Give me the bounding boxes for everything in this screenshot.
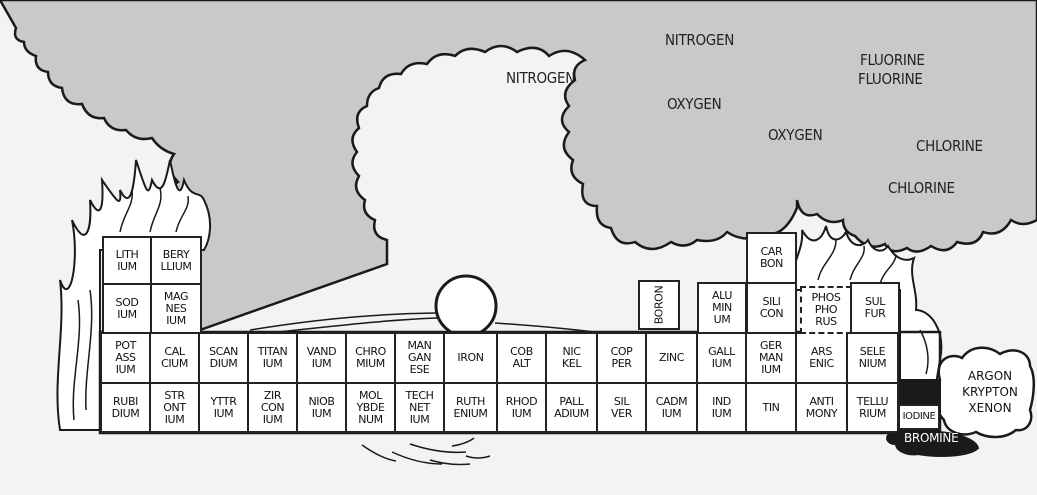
left-flames: [56, 159, 211, 431]
element-cell-molybdenum: MOL YBDE NUM: [345, 382, 396, 433]
element-cell-selenium: SELE NIUM: [846, 332, 899, 384]
gas-label-fluorine: FLUORINE: [860, 51, 925, 69]
element-cell-phosphorus: PHOS PHO RUS: [800, 286, 852, 334]
element-cell-germanium: GER MAN IUM: [745, 332, 797, 384]
element-cell-calcium: CAL CIUM: [149, 332, 200, 384]
element-cell-yttrium: YTTR IUM: [198, 382, 249, 433]
element-cell-cobalt: COB ALT: [496, 332, 547, 384]
element-cell-titanium: TITAN IUM: [247, 332, 298, 384]
element-cell-potassium: POT ASS IUM: [100, 332, 151, 384]
element-cell-silver: SIL VER: [596, 382, 647, 433]
element-cell-rhodium: RHOD IUM: [496, 382, 547, 433]
gas-label-oxygen: OXYGEN: [768, 126, 823, 144]
element-cell-silicon: SILI CON: [746, 282, 797, 334]
element-cell-magnesium: MAG NES IUM: [150, 283, 202, 334]
element-cell-strontium: STR ONT IUM: [149, 382, 200, 433]
gas-label-chlorine: CHLORINE: [888, 179, 955, 197]
element-cell-copper: COP PER: [596, 332, 647, 384]
element-cell-zirconium: ZIR CON IUM: [247, 382, 298, 433]
gas-label-chlorine: CHLORINE: [916, 137, 983, 155]
noble-gas-blob: [934, 346, 1035, 439]
element-cell-carbon: CAR BON: [746, 232, 797, 284]
element-cell-scandium: SCAN DIUM: [198, 332, 249, 384]
element-cell-lithium: LITH IUM: [102, 236, 152, 285]
element-cell-aluminum: ALU MIN UM: [697, 282, 747, 334]
element-cell-technetium: TECH NET IUM: [394, 382, 445, 433]
element-cell-ruthenium: RUTH ENIUM: [443, 382, 498, 433]
element-cell-indium: IND IUM: [696, 382, 747, 433]
element-cell-beryllium: BERY LLIUM: [150, 236, 202, 285]
element-cell-zinc: ZINC: [645, 332, 698, 384]
element-cell-nickel: NIC KEL: [545, 332, 598, 384]
element-cell-vanadium: VAND IUM: [296, 332, 347, 384]
ball: [434, 274, 498, 338]
element-cell-antimony: ANTI MONY: [795, 382, 848, 433]
element-cell-sulfur: SUL FUR: [850, 282, 900, 334]
element-cell-palladium: PALL ADIUM: [545, 382, 598, 433]
element-cell-chromium: CHRO MIUM: [345, 332, 396, 384]
element-cell-cadmium: CADM IUM: [645, 382, 698, 433]
element-cell-niobium: NIOB IUM: [296, 382, 347, 433]
element-cell-gallium: GALL IUM: [696, 332, 747, 384]
element-cell-manganese: MAN GAN ESE: [394, 332, 445, 384]
element-cell-boron: BORON: [638, 280, 680, 330]
element-cell-iron: IRON: [443, 332, 498, 384]
element-cell-arsenic: ARS ENIC: [795, 332, 848, 384]
element-cell-tin: TIN: [745, 382, 797, 433]
gas-label-nitrogen: NITROGEN: [665, 31, 734, 49]
element-cell-rubidium: RUBI DIUM: [100, 382, 151, 433]
right-flames: [788, 225, 943, 391]
element-cell-tellurium: TELLU RIUM: [846, 382, 899, 433]
bromine-label: BROMINE: [904, 431, 959, 445]
gas-label-nitrogen: NITROGEN: [506, 69, 575, 87]
smoke-cloud: [0, 0, 1037, 332]
element-cell-sodium: SOD IUM: [102, 283, 152, 334]
element-cell-iodine: IODINE: [898, 404, 940, 430]
gas-label-fluorine: FLUORINE: [858, 70, 923, 88]
boron-label: BORON: [652, 285, 666, 325]
motion-lines: [361, 437, 491, 466]
gas-label-oxygen: OXYGEN: [667, 95, 722, 113]
noble-gases-label: ARGON KRYPTON XENON: [962, 369, 1018, 415]
